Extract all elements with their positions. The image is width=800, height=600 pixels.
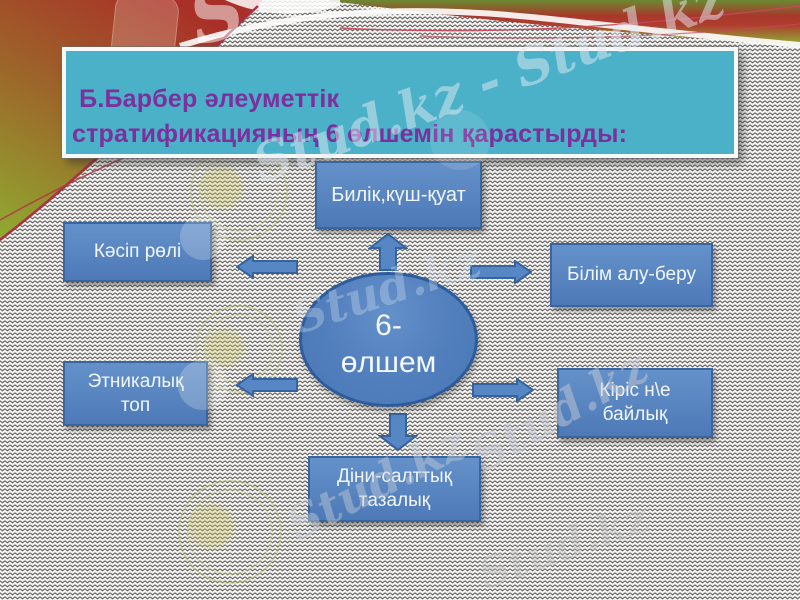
white-swoosh bbox=[179, 8, 800, 49]
box-ethnic-group: Этникалық топ bbox=[63, 361, 208, 426]
arrow-up-icon bbox=[368, 233, 408, 271]
arrow-down-icon bbox=[378, 413, 418, 451]
title-box: Б.Барбер әлеуметтік стратификацияның 6 ө… bbox=[62, 47, 738, 158]
arrow-left-icon bbox=[236, 373, 298, 397]
title-line-2: стратификацияның 6 өлшемін қарастырды: bbox=[72, 120, 628, 148]
ring-watermark bbox=[178, 480, 282, 584]
ring-watermark bbox=[195, 305, 283, 393]
title-line-1: Б.Барбер әлеуметтік bbox=[72, 85, 340, 113]
red-line-right-1 bbox=[339, 5, 800, 32]
arrow-left-icon bbox=[236, 255, 298, 279]
center-label-line-2: өлшем bbox=[340, 345, 437, 379]
red-line-right-2 bbox=[419, 23, 800, 39]
center-label-line-1: 6- bbox=[375, 308, 402, 342]
arrow-right-icon bbox=[470, 260, 532, 284]
box-income-wealth: Кіріс н\е байлық bbox=[557, 368, 713, 438]
white-gap bbox=[225, 0, 340, 14]
center-ellipse: 6- өлшем bbox=[299, 272, 478, 407]
box-education: Білім алу-беру bbox=[550, 243, 713, 307]
red-curve-left bbox=[0, 5, 259, 241]
box-profession-role: Кәсіп рөлі bbox=[63, 222, 212, 282]
box-religious-purity: Діни-салттық тазалық bbox=[308, 456, 481, 522]
arrow-right-icon bbox=[472, 378, 534, 402]
box-power: Билік,күш-қуат bbox=[315, 161, 482, 229]
